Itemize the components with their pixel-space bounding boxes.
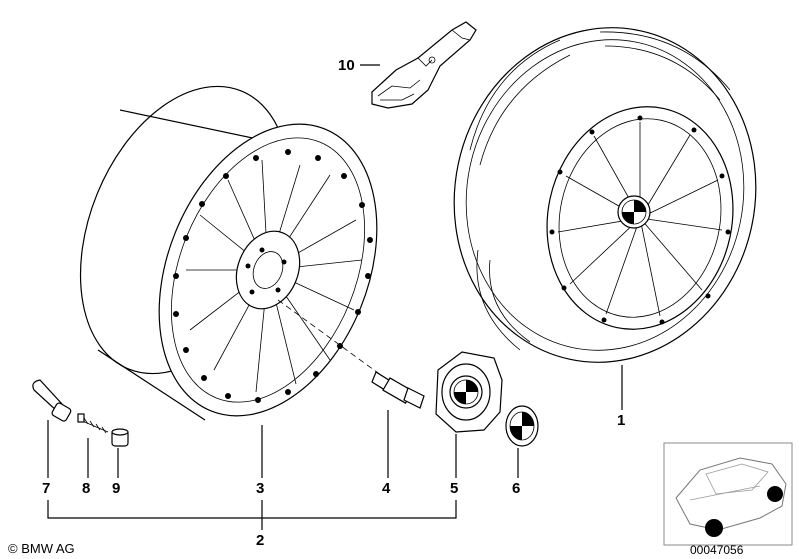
car-locator-thumbnail bbox=[663, 442, 793, 546]
callout-1: 1 bbox=[617, 412, 625, 429]
alloy-rim-icon bbox=[79, 85, 378, 421]
callout-9: 9 bbox=[112, 480, 120, 497]
callout-4: 4 bbox=[382, 480, 391, 497]
wheel-bolt-icon bbox=[371, 371, 425, 409]
callout-2: 2 bbox=[256, 532, 264, 549]
car-silhouette-icon bbox=[675, 457, 787, 537]
callout-5: 5 bbox=[450, 480, 458, 497]
hub-cap-icon bbox=[435, 351, 503, 433]
callout-8: 8 bbox=[82, 480, 90, 497]
copyright-notice: © BMW AG bbox=[8, 541, 75, 556]
bmw-emblem-icon bbox=[505, 405, 539, 447]
callout-6: 6 bbox=[512, 480, 520, 497]
bolt-adapter-icon bbox=[371, 21, 477, 109]
callout-7: 7 bbox=[42, 480, 50, 497]
document-number: 00047056 bbox=[690, 543, 744, 557]
tyre-valve-icon bbox=[32, 379, 129, 447]
callout-3: 3 bbox=[256, 480, 264, 497]
callout-10: 10 bbox=[338, 57, 355, 74]
complete-wheel-icon bbox=[453, 27, 757, 363]
